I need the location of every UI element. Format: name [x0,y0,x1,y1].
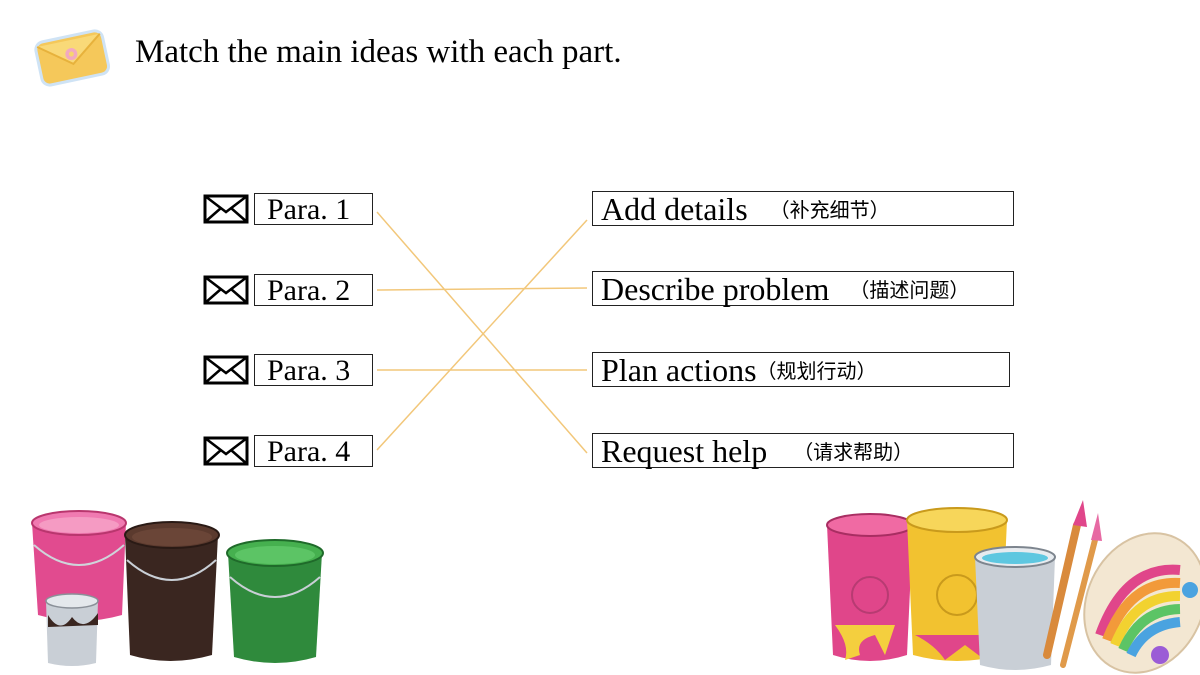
page-title: Match the main ideas with each part. [135,34,622,70]
idea-box-request-help[interactable]: Request help （请求帮助） [592,433,1014,468]
idea-chinese: （补充细节） [769,198,890,222]
idea-box-describe-problem[interactable]: Describe problem （描述问题） [592,271,1014,306]
para-label[interactable]: Para. 3 [254,354,373,387]
mail-icon [203,355,249,385]
para-row-1: Para. 1 [203,191,373,227]
idea-english: Request help [601,432,768,469]
para-label[interactable]: Para. 4 [254,435,373,468]
match-line-para1 [376,211,588,454]
idea-box-plan-actions[interactable]: Plan actions （规划行动） [592,352,1010,387]
idea-english: Plan actions [601,351,757,388]
envelope-badge-icon [34,29,111,87]
match-line-para2 [376,287,588,291]
mail-icon [203,275,249,305]
idea-chinese: （规划行动） [756,359,877,383]
idea-english: Describe problem [601,270,830,307]
match-line-para4 [376,219,588,451]
idea-chinese: （请求帮助） [793,440,914,464]
para-row-2: Para. 2 [203,272,373,308]
paint-buckets-palette-illustration [826,500,1200,674]
para-row-3: Para. 3 [203,352,373,388]
para-label[interactable]: Para. 1 [254,193,373,226]
mail-icon [203,436,249,466]
idea-english: Add details [601,190,748,227]
idea-chinese: （描述问题） [849,278,970,302]
mail-icon [203,194,249,224]
para-label[interactable]: Para. 2 [254,274,373,307]
idea-box-add-details[interactable]: Add details （补充细节） [592,191,1014,226]
paint-buckets-left-illustration [31,510,324,666]
para-row-4: Para. 4 [203,433,373,469]
